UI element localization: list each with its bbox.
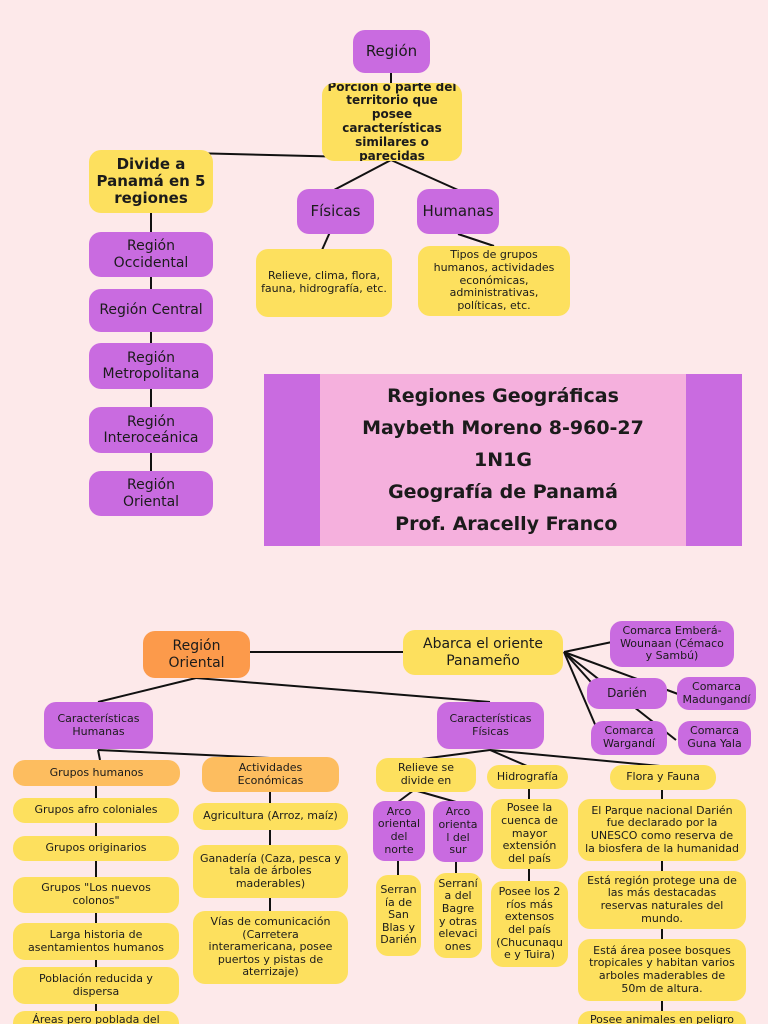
vias-comunicacion-node: Vías de comunicación (Carretera interame… — [193, 911, 348, 984]
banner-line-subject: Geografía de Panamá — [388, 481, 618, 503]
relieve-node: Relieve se divide en — [376, 758, 476, 792]
region-interoceanica-node: Región Interoceánica — [89, 407, 213, 453]
humanas-node: Humanas — [417, 189, 499, 234]
grupos-originarios-node: Grupos originarios — [13, 836, 179, 861]
areas-poblada-node: Áreas pero poblada del — [13, 1011, 179, 1024]
fisicas-node: Físicas — [297, 189, 374, 234]
region-title-node: Región — [353, 30, 430, 73]
arco-oriental-norte-node: Arco oriental del norte — [373, 801, 425, 861]
parque-darien-node: El Parque nacional Darién fue declarado … — [578, 799, 746, 861]
darien-node: Darién — [587, 678, 667, 709]
comarca-guna-yala-node: Comarca Guna Yala — [678, 721, 751, 755]
hidro-rios-node: Posee los 2 ríos más extensos del país (… — [491, 881, 568, 967]
actividades-economicas-node: Actividades Económicas — [202, 757, 339, 792]
region-definition-node: Porción o parte del territorio que posee… — [322, 83, 462, 161]
bosques-tropicales-node: Está área posee bosques tropicales y hab… — [578, 939, 746, 1001]
region-occidental-node: Región Occidental — [89, 232, 213, 277]
caracteristicas-humanas-node: Características Humanas — [44, 702, 153, 749]
grupos-afro-coloniales-node: Grupos afro coloniales — [13, 798, 179, 823]
reserva-natural-node: Está región protege una de las más desta… — [578, 871, 746, 929]
humanas-description-node: Tipos de grupos humanos, actividades eco… — [418, 246, 570, 316]
serrania-bagre-node: Serraní a del Bagre y otras elevaci ones — [434, 873, 482, 958]
region-central-node: Región Central — [89, 289, 213, 332]
comarca-madungandi-node: Comarca Madungandí — [677, 677, 756, 710]
banner-line-teacher: Prof. Aracelly Franco — [388, 513, 618, 535]
agricultura-node: Agricultura (Arroz, maíz) — [193, 803, 348, 830]
arco-oriental-sur-node: Arco orienta l del sur — [433, 801, 483, 862]
banner-line-group: 1N1G — [474, 449, 532, 471]
hidrografia-node: Hidrografía — [487, 765, 568, 789]
title-banner-text: Regiones Geográficas Maybeth Moreno 8-96… — [320, 374, 686, 546]
abarca-oriente-node: Abarca el oriente Panameño — [403, 630, 563, 675]
flora-fauna-node: Flora y Fauna — [610, 765, 716, 790]
grupos-humanos-node: Grupos humanos — [13, 760, 180, 786]
caracteristicas-fisicas-node: Características Físicas — [437, 702, 544, 749]
larga-historia-node: Larga historia de asentamientos humanos — [13, 923, 179, 960]
region-metropolitana-node: Región Metropolitana — [89, 343, 213, 389]
region-oriental-node: Región Oriental — [143, 631, 250, 678]
divide-panama-node: Divide a Panamá en 5 regiones — [89, 150, 213, 213]
hidro-cuenca-node: Posee la cuenca de mayor extensión del p… — [491, 799, 568, 869]
poblacion-reducida-node: Población reducida y dispersa — [13, 967, 179, 1004]
serrania-san-blas-node: Serran ía de San Blas y Darién — [376, 875, 421, 956]
banner-line-author: Maybeth Moreno 8-960-27 — [362, 417, 644, 439]
banner-line-title: Regiones Geográficas — [387, 385, 619, 407]
region-oriental-top-node: Región Oriental — [89, 471, 213, 516]
animales-peligro-node: Posee animales en peligro — [578, 1011, 746, 1024]
ganaderia-node: Ganadería (Caza, pesca y tala de árboles… — [193, 845, 348, 898]
comarca-embera-node: Comarca Emberá- Wounaan (Cémaco y Sambú) — [610, 621, 734, 667]
comarca-wargandi-node: Comarca Wargandí — [591, 721, 667, 755]
fisicas-description-node: Relieve, clima, flora, fauna, hidrografí… — [256, 249, 392, 317]
grupos-nuevos-colonos-node: Grupos "Los nuevos colonos" — [13, 877, 179, 913]
